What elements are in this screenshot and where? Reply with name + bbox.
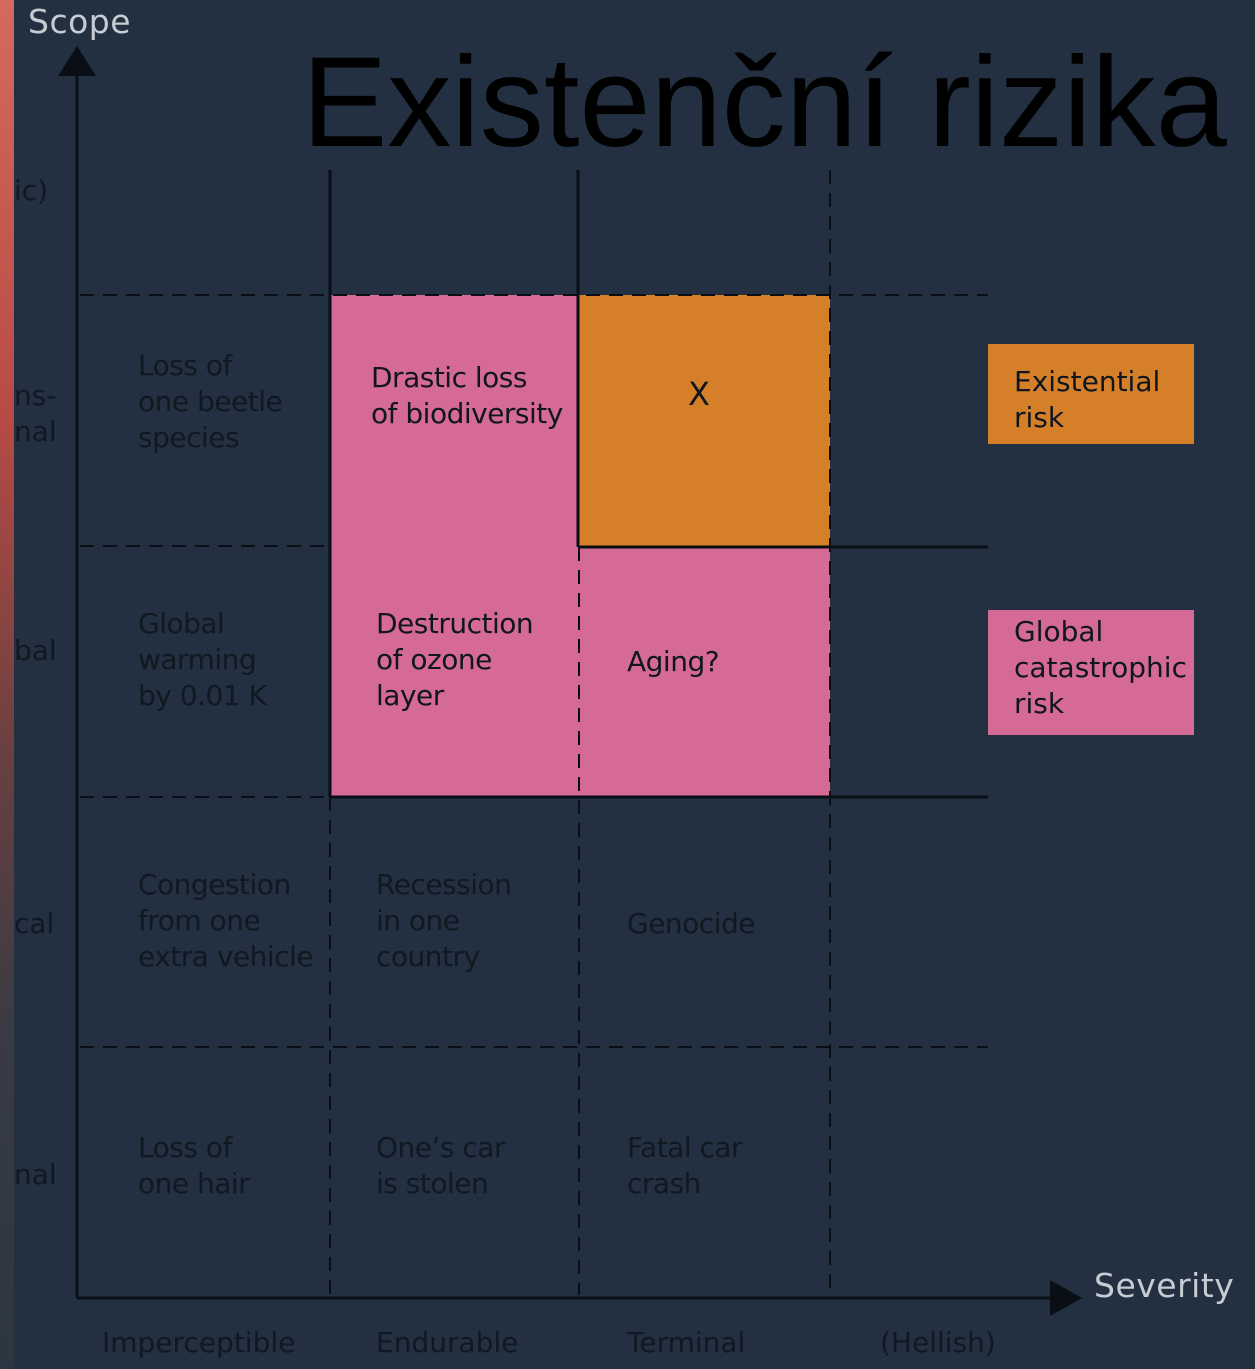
y-category-label: cal: [14, 907, 55, 940]
cell-recession: Recession in one country: [376, 868, 512, 973]
cell-genocide: Genocide: [627, 907, 755, 940]
cell-ozone: Destruction of ozone layer: [376, 607, 534, 712]
cell-beetle: Loss of one beetle species: [138, 349, 283, 454]
y-category-label: nal: [14, 1158, 57, 1191]
x-category-label: Imperceptible: [102, 1326, 296, 1359]
cell-biodiversity: Drastic loss of biodiversity: [371, 361, 563, 430]
cell-car-crash: Fatal car crash: [627, 1131, 743, 1200]
y-axis-label: Scope: [28, 2, 132, 41]
cell-x: X: [688, 375, 710, 413]
x-category-label: (Hellish): [880, 1326, 996, 1359]
x-category-label: Endurable: [376, 1326, 519, 1359]
y-axis-arrow: [58, 46, 96, 76]
cell-car-stolen: One’s car is stolen: [376, 1131, 505, 1200]
cell-warming: Global warming by 0.01 K: [138, 607, 267, 712]
cell-congestion: Congestion from one extra vehicle: [138, 868, 314, 973]
legend-global-catastrophic-risk: Global catastrophic risk: [988, 610, 1194, 735]
x-axis-arrow: [1050, 1280, 1082, 1316]
y-category-label: ic): [14, 174, 49, 207]
cell-hair: Loss of one hair: [138, 1131, 250, 1200]
background-photo-strip: [0, 0, 14, 1369]
x-axis-label: Severity: [1094, 1266, 1235, 1305]
cell-aging: Aging?: [627, 645, 720, 678]
x-category-label: Terminal: [627, 1326, 746, 1359]
region-global-catastrophic-top: [330, 295, 578, 547]
page-title: Existenční rizika: [302, 31, 1227, 174]
region-existential: [578, 295, 830, 547]
y-category-label: bal: [14, 634, 57, 667]
legend-existential-risk: Existential risk: [988, 344, 1194, 444]
y-category-label: ns- nal: [14, 379, 57, 448]
